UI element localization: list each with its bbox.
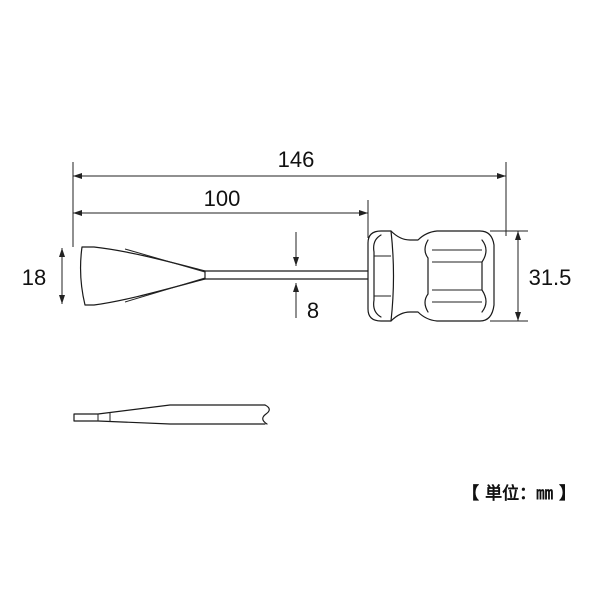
dimension-shaft-diameter: 8 <box>293 232 319 323</box>
label-blade-width: 18 <box>22 265 46 290</box>
dimension-handle-diameter: 31.5 <box>490 230 572 322</box>
label-shaft-diameter: 8 <box>307 298 319 323</box>
arrow-blade-top <box>59 248 65 257</box>
shaft-break-mark <box>262 404 270 425</box>
dimension-blade-width: 18 <box>22 248 65 304</box>
screwdriver-top-view <box>79 230 495 322</box>
arrow-overall-right <box>497 173 506 179</box>
handle-flat-left <box>424 239 429 313</box>
arrow-shaft-dia-bottom <box>293 283 299 292</box>
blade-bevel-upper <box>124 248 206 273</box>
arrow-handle-top <box>515 231 521 240</box>
arrow-blade-bottom <box>59 295 65 304</box>
dimension-overall-length: 146 <box>72 147 507 247</box>
blade-bevel-lower <box>124 277 206 303</box>
handle-body <box>367 230 495 322</box>
arrow-shaft-right <box>359 210 368 216</box>
arrow-shaft-dia-top <box>293 257 299 266</box>
dimension-shaft-length: 100 <box>73 186 369 238</box>
arrow-shaft-left <box>73 210 82 216</box>
screwdriver-side-view <box>73 404 270 425</box>
units-label: 【 単位：㎜ 】 <box>462 483 576 504</box>
label-overall-length: 146 <box>278 147 315 172</box>
handle-collar-rim <box>390 230 395 322</box>
label-handle-diameter: 31.5 <box>529 265 572 290</box>
handle-flat-right <box>481 239 487 313</box>
arrow-overall-left <box>73 173 82 179</box>
arrow-handle-bottom <box>515 312 521 321</box>
blade-side-profile <box>73 404 266 425</box>
label-shaft-length: 100 <box>204 186 241 211</box>
handle-collar-front <box>373 234 382 318</box>
